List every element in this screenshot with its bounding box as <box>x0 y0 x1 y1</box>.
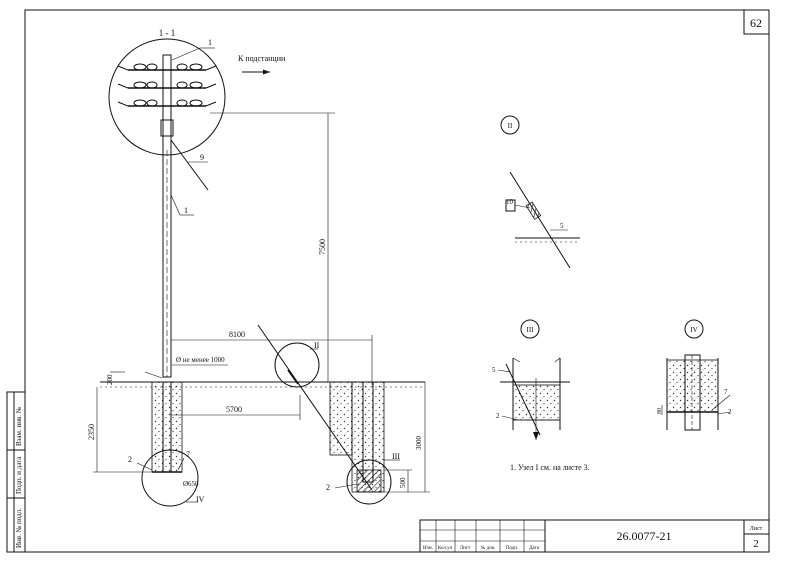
detail-IV-pole <box>684 354 701 431</box>
detail-IV-concrete <box>666 359 719 413</box>
callout-2-III: 2 <box>496 412 500 420</box>
col-list: Лист <box>460 546 471 551</box>
sheet-frame <box>24 9 770 553</box>
callout-2-anchor: 2 <box>326 483 330 492</box>
col-kolu: Кол.уч <box>438 546 453 551</box>
callout-5-II: 5 <box>560 222 564 230</box>
callout-9: 9 <box>200 153 204 162</box>
detail-III: III 5 2 <box>492 319 570 440</box>
callout-5-III: 5 <box>492 366 496 374</box>
dim-min-dia: Ø не менее 1000 <box>176 356 225 364</box>
page-number-box <box>743 9 770 35</box>
node-IV-circle <box>141 449 199 507</box>
dim-span-long: 8100 <box>229 330 245 339</box>
detail-II: II 10 5 <box>500 115 580 269</box>
node-II-circle <box>274 342 320 388</box>
main-view: 1 - 1 К подстанции <box>87 28 430 507</box>
col-izm: Изм. <box>423 546 433 551</box>
insulators <box>133 63 203 107</box>
detail-III-label: III <box>527 326 535 334</box>
turnbuckle <box>525 201 542 220</box>
section-label: 1 - 1 <box>159 28 176 38</box>
dim-span-short: 5700 <box>226 405 242 414</box>
dim-height: 7500 <box>318 239 327 255</box>
detail-IV-label: IV <box>690 326 697 334</box>
doc-code: 26.0077-21 <box>617 529 672 543</box>
col-data: Дата <box>529 546 540 551</box>
guy-wire-9 <box>170 139 209 191</box>
stamp-field-sign: Подп. и дата <box>15 456 23 494</box>
node-III-label-main: III <box>392 452 400 461</box>
col-ndok: № док. <box>481 545 496 551</box>
dim-anchor-block: 500 <box>399 477 407 488</box>
callout-7-pole: 7 <box>186 450 190 459</box>
anchor-block <box>356 469 382 493</box>
node-IV-label-main: IV <box>196 495 205 504</box>
callout-1-top: 1 <box>208 38 212 47</box>
callout-10: 10 <box>506 198 514 206</box>
anchor-side-block <box>329 381 353 456</box>
callout-2-IV: 2 <box>728 408 732 416</box>
pole-head-circle <box>108 38 226 156</box>
direction-arrowhead <box>263 69 270 75</box>
detail-IV: IV 7 2 80 <box>657 319 732 431</box>
dim-foundation-dia: Ø650 <box>183 480 199 488</box>
dim-IV-80: 80 <box>657 408 663 414</box>
callout-7-IV: 7 <box>724 388 728 396</box>
sheet-label: Лист <box>750 526 763 532</box>
dim-ground-offset: 200 <box>106 374 114 385</box>
general-note: 1. Узел I см. на листе 3. <box>510 463 590 472</box>
stamp-field-replace: Взам. инв. № <box>15 406 23 446</box>
dim-depth-pole: 2350 <box>87 424 96 440</box>
crossarms <box>117 63 217 137</box>
detail-IV-marker <box>684 319 704 339</box>
direction-note: К подстанции <box>238 54 286 63</box>
col-podp: Подп. <box>506 546 518 551</box>
node-II-label-main: II <box>314 341 320 350</box>
callout-1-mid: 1 <box>184 206 188 215</box>
detail-II-label: II <box>508 122 513 130</box>
title-block: Изм. Кол.уч Лист № док. Подп. Дата 26.00… <box>419 519 770 553</box>
page-number: 62 <box>750 16 762 30</box>
detail-II-marker <box>500 115 520 135</box>
side-stamp: Инв. № подл. Подп. и дата Взам. инв. № <box>6 391 26 553</box>
stamp-field-inv: Инв. № подл. <box>15 508 23 548</box>
callout-2-pole: 2 <box>128 455 132 464</box>
sheet-number: 2 <box>753 538 759 550</box>
node-III-circle <box>346 459 392 505</box>
detail-III-concrete <box>512 384 561 421</box>
detail-III-marker <box>520 319 540 339</box>
dim-depth-anchor: 3000 <box>415 436 423 451</box>
pole-foundation <box>151 381 183 473</box>
